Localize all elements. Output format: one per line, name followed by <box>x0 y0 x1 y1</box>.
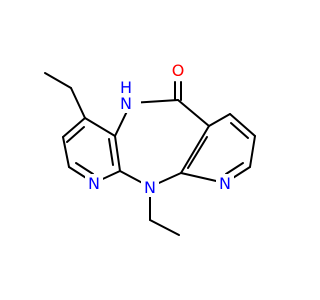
amide-n-text: N <box>120 94 132 113</box>
carbonyl-o-label-bg <box>168 60 188 80</box>
pyridine-n-right-text: N <box>219 174 231 193</box>
bond-c8a-c4a-inner <box>108 138 114 166</box>
pyridine-n-right-label: N <box>216 174 234 193</box>
pyridine-n-left-label: N <box>85 174 103 193</box>
atom-label-layer: N H O N N N <box>85 60 234 197</box>
bond-c2-n1-inner <box>75 162 94 175</box>
bridge-n-label-bg <box>141 177 159 197</box>
bond-c4-c3-inner <box>66 126 85 143</box>
bond-c8-n9-inner <box>225 162 244 175</box>
bond-layer <box>44 72 256 236</box>
bridge-n-text: N <box>144 178 156 197</box>
bond-c5a-c6 <box>208 113 231 127</box>
bridge-n-label: N <box>141 177 159 197</box>
bond-c6-c7 <box>229 113 256 137</box>
bond-c9a-c5a-inner <box>187 136 208 169</box>
pyridine-n-left-label-bg <box>85 174 103 193</box>
carbonyl-o-text: O <box>172 61 185 80</box>
bond-ethyl-ch2 <box>70 87 86 119</box>
molecule-structure: N H O N N N <box>44 60 256 236</box>
bond-carbonyl-c5a <box>177 99 210 127</box>
carbonyl-o-label: O <box>168 60 188 80</box>
amide-nh-label: N H <box>117 78 141 113</box>
bond-c3-c2 <box>62 136 70 168</box>
pyridine-n-right-label-bg <box>216 174 234 193</box>
bond-ethyl-ch3 <box>44 72 72 89</box>
amide-h-text: H <box>120 78 132 97</box>
bond-c7-c8 <box>249 135 256 168</box>
bond-c8a-c4a <box>114 135 121 172</box>
bond-c9a-c5a <box>180 125 210 174</box>
bond-nethyl-ch3 <box>149 219 180 236</box>
bond-c6-c7-inner <box>230 122 249 139</box>
amide-nh-label-bg <box>117 93 141 113</box>
pyridine-n-left-text: N <box>88 174 100 193</box>
bond-c4-c3 <box>62 117 86 138</box>
bond-c4a-c4 <box>84 117 116 137</box>
